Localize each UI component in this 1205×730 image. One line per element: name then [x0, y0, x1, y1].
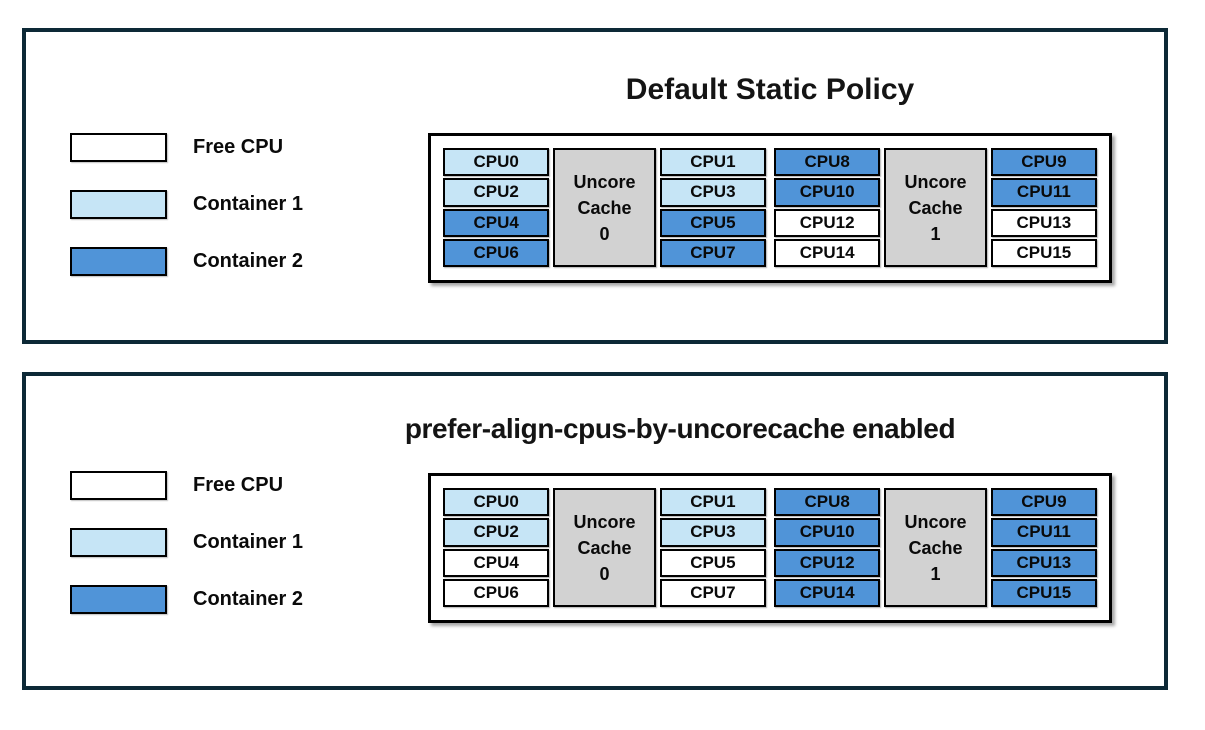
cpu-cell: CPU14	[774, 578, 881, 607]
uncore-cache-label-line: Cache	[577, 197, 632, 218]
legend-swatch	[70, 190, 167, 219]
legend-swatch	[70, 585, 167, 614]
uncore-cache-label-line: Cache	[908, 197, 963, 218]
uncore-cache-label-line: 1	[930, 223, 941, 244]
uncore-cache-label-line: Cache	[577, 537, 632, 558]
legend-item: Container 1	[70, 189, 303, 220]
cpu-cell: CPU3	[659, 178, 767, 207]
legend-swatch	[70, 247, 167, 276]
cpu-cell: CPU12	[774, 208, 881, 237]
cpu-cell: CPU4	[443, 548, 550, 577]
legend-swatch	[70, 471, 167, 500]
cpu-cell: CPU1	[659, 488, 767, 517]
legend-item: Container 2	[70, 584, 303, 615]
legend-label: Free CPU	[193, 474, 284, 496]
cpu-cell: CPU1	[659, 148, 767, 177]
uncore-cache-label-line: 1	[930, 563, 941, 584]
uncore-cache-label-line: Cache	[908, 537, 963, 558]
legend-label: Container 1	[193, 531, 304, 553]
cpu-cell: CPU11	[990, 178, 1098, 207]
cpu-cell: CPU10	[774, 518, 881, 547]
panel-prefer-align-cpus-by-uncorecache: prefer-align-cpus-by-uncorecache enabled…	[22, 372, 1168, 690]
cpu-cell: CPU5	[659, 208, 767, 237]
cpu-cell: CPU9	[990, 488, 1098, 517]
cpu-cell: CPU8	[774, 148, 881, 177]
cpu-cell: CPU7	[659, 238, 767, 267]
cpu-cell: CPU15	[990, 578, 1098, 607]
legend-item: Container 2	[70, 246, 303, 277]
cpu-cell: CPU0	[443, 148, 550, 177]
cpu-cell: CPU13	[990, 548, 1098, 577]
uncore-cache-label-line: Uncore	[904, 171, 967, 192]
cpu-cell: CPU13	[990, 208, 1098, 237]
uncore-cache-label-line: 0	[599, 563, 610, 584]
cpu-cell: CPU14	[774, 238, 881, 267]
cpu-cell: CPU9	[990, 148, 1098, 177]
legend-item: Free CPU	[70, 132, 303, 163]
cpu-cell: CPU2	[443, 178, 550, 207]
uncore-cache-label-line: Uncore	[573, 171, 636, 192]
legend-swatch	[70, 133, 167, 162]
panel-title: Default Static Policy	[625, 73, 915, 106]
cpu-cell: CPU15	[990, 238, 1098, 267]
cpu-cell: CPU11	[990, 518, 1098, 547]
panel-default-static-policy: Default Static Policy Free CPU Container …	[22, 28, 1168, 344]
cpu-cell: CPU7	[659, 578, 767, 607]
legend: Free CPU Container 1 Container 2	[70, 470, 303, 615]
uncore-cache-label-line: 0	[599, 223, 610, 244]
cpu-cell: CPU0	[443, 488, 550, 517]
legend-item: Free CPU	[70, 470, 303, 501]
uncore-cache-label-line: Uncore	[904, 511, 967, 532]
cpu-cell: CPU2	[443, 518, 550, 547]
cpu-cell: CPU3	[659, 518, 767, 547]
legend-item: Container 1	[70, 527, 303, 558]
cpu-cell: CPU6	[443, 578, 550, 607]
legend-label: Container 2	[193, 588, 304, 610]
legend-label: Free CPU	[193, 136, 284, 158]
cpu-cell: CPU4	[443, 208, 550, 237]
cpu-cell: CPU5	[659, 548, 767, 577]
legend-label: Container 1	[193, 193, 304, 215]
legend: Free CPU Container 1 Container 2	[70, 132, 303, 277]
legend-label: Container 2	[193, 250, 304, 272]
panel-title: prefer-align-cpus-by-uncorecache enabled	[404, 413, 956, 444]
cpu-cell: CPU10	[774, 178, 881, 207]
cpu-cell: CPU8	[774, 488, 881, 517]
uncore-cache-label-line: Uncore	[573, 511, 636, 532]
legend-swatch	[70, 528, 167, 557]
cpu-cell: CPU6	[443, 238, 550, 267]
cpu-cell: CPU12	[774, 548, 881, 577]
